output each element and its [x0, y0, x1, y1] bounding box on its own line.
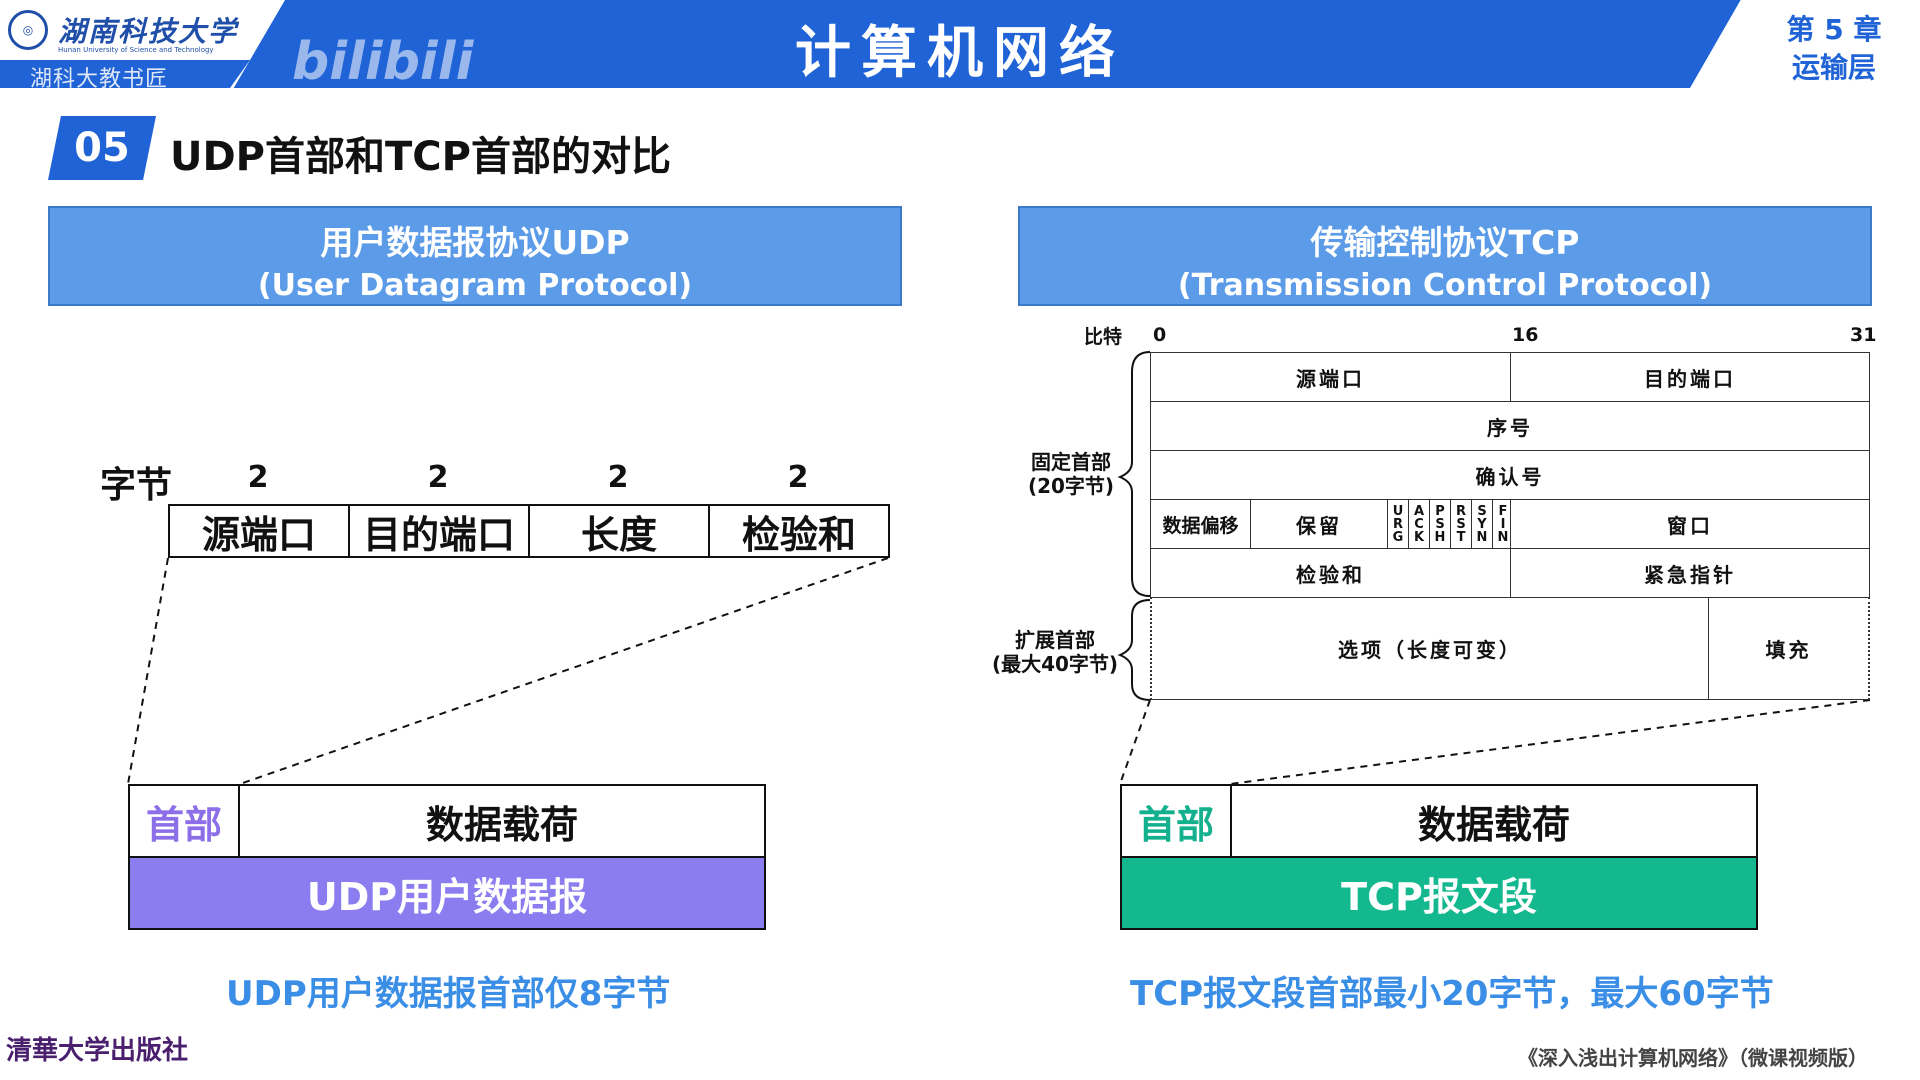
university-name: 湖南科技大学 [58, 15, 239, 48]
tcp-connector-right [1229, 699, 1871, 785]
watermark-logo: bilibili [292, 32, 474, 92]
udp-field-length: 长度 [528, 504, 710, 558]
fixed-header-brace [1117, 351, 1151, 597]
flag-letter: R [1455, 503, 1466, 519]
udp-field-size: 2 [607, 460, 629, 495]
udp-packet-payload: 数据载荷 [238, 784, 766, 858]
udp-datagram-bar: UDP用户数据报 [128, 856, 766, 930]
udp-title: 用户数据报协议UDP [320, 223, 630, 262]
tcp-packet-payload: 数据载荷 [1230, 784, 1758, 858]
bits-label: 比特 [1084, 326, 1123, 348]
tcp-field-dest-port: 目的端口 [1510, 352, 1870, 402]
tcp-field-seq: 序号 [1150, 401, 1870, 451]
flag-letter: U [1392, 503, 1404, 519]
udp-field-size: 2 [427, 460, 449, 495]
tcp-field-ack: 确认号 [1150, 450, 1870, 500]
fixed-header-size: (20字节) [1027, 474, 1115, 498]
tcp-packet-header: 首部 [1120, 784, 1232, 858]
flag-letter: F [1498, 503, 1508, 519]
tcp-title-en: (Transmission Control Protocol) [1177, 268, 1713, 303]
tcp-field-window: 窗口 [1510, 499, 1870, 549]
chapter-number: 第 5 章 [1786, 13, 1882, 46]
udp-connector-left [127, 557, 169, 785]
bytes-label: 字节 [100, 465, 173, 506]
tcp-title-box: 传输控制协议TCP (Transmission Control Protocol… [1018, 206, 1872, 306]
bit-mark-16: 16 [1512, 324, 1539, 346]
udp-field-size: 2 [787, 460, 809, 495]
flag-letter: S [1477, 503, 1487, 519]
fixed-header-title: 固定首部 [1031, 450, 1111, 474]
header-bar [0, 0, 1920, 88]
university-name-en: Hunan University of Science and Technolo… [58, 46, 214, 54]
fixed-header-label: 固定首部 (20字节) [1016, 450, 1126, 498]
udp-packet-header-label: 首部 [145, 802, 222, 847]
flag-letter: G [1392, 529, 1404, 545]
ext-header-label: 扩展首部 (最大40字节) [990, 628, 1120, 676]
udp-packet-header: 首部 [128, 784, 240, 858]
publisher-logo: 清華大学出版社 [6, 1036, 189, 1066]
udp-field-checksum: 检验和 [708, 504, 890, 558]
flag-letter: C [1414, 516, 1424, 532]
tcp-field-source-port: 源端口 [1150, 352, 1511, 402]
tcp-packet-header-label: 首部 [1137, 802, 1214, 847]
course-title: 计算机网络 [795, 21, 1125, 86]
tcp-field-options: 选项（长度可变） [1150, 597, 1709, 700]
tcp-field-checksum: 检验和 [1150, 548, 1511, 598]
flag-letter: K [1413, 529, 1425, 545]
tcp-field-urgent-pointer: 紧急指针 [1510, 548, 1870, 598]
flag-letter: Y [1477, 516, 1487, 532]
section-number: 05 [48, 116, 156, 180]
tcp-field-reserved: 保留 [1250, 499, 1388, 549]
tcp-field-data-offset: 数据偏移 [1150, 499, 1251, 549]
flag-letter: S [1456, 516, 1466, 532]
flag-letter: A [1413, 503, 1425, 519]
ext-header-brace [1117, 599, 1151, 701]
flag-letter: R [1392, 516, 1403, 532]
chapter-name: 运输层 [1791, 51, 1876, 84]
udp-connector-right [239, 557, 889, 785]
header-logo-strip [0, 60, 250, 88]
udp-caption: UDP用户数据报首部仅8字节 [226, 974, 671, 1014]
tcp-caption: TCP报文段首部最小20字节，最大60字节 [1130, 974, 1774, 1014]
book-title: 《深入浅出计算机网络》（微课视频版） [1518, 1046, 1868, 1070]
tcp-title: 传输控制协议TCP [1310, 223, 1580, 262]
flag-letter: I [1500, 516, 1506, 532]
udp-title-box: 用户数据报协议UDP (User Datagram Protocol) [48, 206, 902, 306]
bit-mark-31: 31 [1850, 324, 1877, 346]
udp-field-size: 2 [247, 460, 269, 495]
tcp-connector-left [1119, 699, 1151, 785]
bit-mark-0: 0 [1153, 324, 1167, 346]
flag-letter: N [1476, 529, 1488, 545]
ext-header-title: 扩展首部 [1015, 628, 1095, 652]
tcp-field-padding: 填充 [1708, 597, 1870, 700]
tcp-segment-bar: TCP报文段 [1120, 856, 1758, 930]
flag-letter: P [1435, 503, 1445, 519]
udp-field-dest-port: 目的端口 [348, 504, 530, 558]
channel-name: 湖科大教书匠 [30, 67, 169, 92]
ext-header-size: (最大40字节) [991, 652, 1119, 676]
udp-field-source-port: 源端口 [168, 504, 350, 558]
udp-title-en: (User Datagram Protocol) [257, 268, 693, 303]
flag-letter: T [1456, 529, 1466, 545]
university-logo-icon: ◎ [8, 10, 48, 50]
flag-letter: N [1497, 529, 1509, 545]
section-title: UDP首部和TCP首部的对比 [170, 134, 671, 180]
flag-letter: H [1434, 529, 1446, 545]
flag-letter: S [1435, 516, 1445, 532]
